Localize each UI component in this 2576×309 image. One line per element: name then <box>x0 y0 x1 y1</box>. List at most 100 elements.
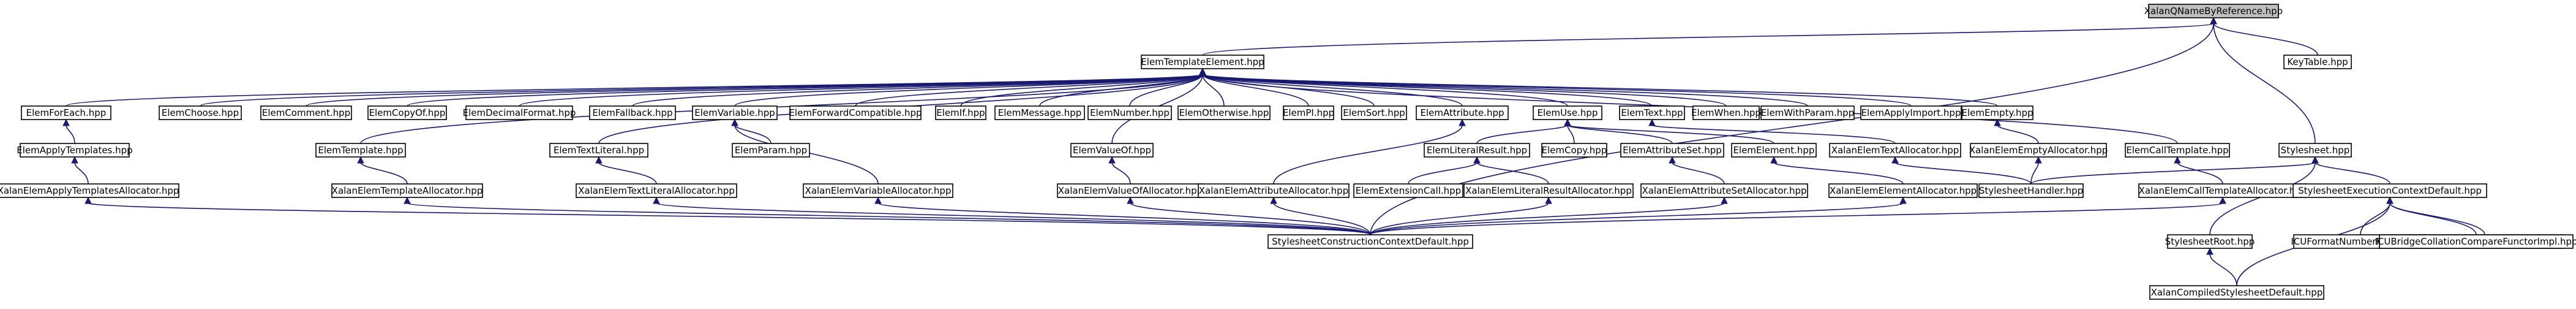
node-xalan-elem-apply-templates-allocator[interactable]: XalanElemApplyTemplatesAllocator.hpp <box>0 183 179 198</box>
node-box <box>1620 143 1724 158</box>
edge-xalan-elem-literal-result-allocator-to-stylesheet-construction-context-default <box>1370 202 1549 235</box>
node-box <box>803 183 953 198</box>
node-elem-literal-result[interactable]: ElemLiteralResult.hpp <box>1424 143 1530 158</box>
edge-arrowhead <box>2206 247 2214 255</box>
node-stylesheet-execution-context-default[interactable]: StylesheetExecutionContextDefault.hpp <box>2292 183 2487 198</box>
node-elem-extension-call[interactable]: ElemExtensionCall.hpp <box>1353 183 1463 198</box>
node-elem-when[interactable]: ElemWhen.hpp <box>1691 105 1761 120</box>
edge-elem-for-each-to-elem-apply-templates <box>66 124 75 144</box>
node-elem-call-template[interactable]: ElemCallTemplate.hpp <box>2125 143 2230 158</box>
node-elem-element[interactable]: ElemElement.hpp <box>1731 143 1817 158</box>
node-elem-for-each[interactable]: ElemForEach.hpp <box>21 105 111 120</box>
node-box <box>1177 105 1271 120</box>
edge-xalan-elem-value-of-allocator-to-stylesheet-construction-context-default <box>1130 202 1371 235</box>
edge-elem-use-to-elem-copy <box>1567 124 1575 144</box>
node-elem-fallback[interactable]: ElemFallback.hpp <box>589 105 676 120</box>
edge-elem-apply-templates-to-xalan-elem-apply-templates-allocator <box>74 162 89 185</box>
node-icu-bridge-collation-compare-functor-impl[interactable]: ICUBridgeCollationCompareFunctorImpl.hpp <box>2375 234 2576 249</box>
node-elem-forward-compatible[interactable]: ElemForwardCompatible.hpp <box>789 105 922 120</box>
node-elem-param[interactable]: ElemParam.hpp <box>732 143 810 158</box>
node-xalan-elem-call-template-allocator[interactable]: XalanElemCallTemplateAllocator.hpp <box>2138 183 2307 198</box>
node-elem-pi[interactable]: ElemPI.hpp <box>1283 105 1334 120</box>
edge-xalan-elem-attribute-set-allocator-to-stylesheet-construction-context-default <box>1370 202 1725 235</box>
node-elem-empty[interactable]: ElemEmpty.hpp <box>1961 105 2033 120</box>
node-label: ElemExtensionCall.hpp <box>1356 185 1461 196</box>
node-elem-otherwise[interactable]: ElemOtherwise.hpp <box>1177 105 1271 120</box>
edge-arrowhead <box>1770 156 1778 164</box>
edge-stylesheet-root-to-xalan-compiled-stylesheet-default <box>2209 253 2237 286</box>
node-elem-choose[interactable]: ElemChoose.hpp <box>159 105 242 120</box>
edge-xalan-elem-apply-templates-allocator-to-stylesheet-construction-context-default <box>88 202 1371 235</box>
node-elem-copy[interactable]: ElemCopy.hpp <box>1541 143 1607 158</box>
node-elem-use[interactable]: ElemUse.hpp <box>1533 105 1602 120</box>
node-xalan-elem-value-of-allocator[interactable]: XalanElemValueOfAllocator.hpp <box>1057 183 1204 198</box>
node-box <box>1353 183 1463 198</box>
node-xalan-elem-literal-result-allocator[interactable]: XalanElemLiteralResultAllocator.hpp <box>1463 183 1634 198</box>
node-label: KeyTable.hpp <box>2287 56 2348 67</box>
node-xalan-elem-text-literal-allocator[interactable]: XalanElemTextLiteralAllocator.hpp <box>576 183 737 198</box>
edge-elem-template-to-xalan-elem-template-allocator <box>360 162 408 185</box>
node-box <box>20 143 130 158</box>
edge-arrowhead <box>2219 196 2226 204</box>
node-label: ElemCallTemplate.hpp <box>2126 145 2228 156</box>
node-xalan-compiled-stylesheet-default[interactable]: XalanCompiledStylesheetDefault.hpp <box>2149 285 2324 300</box>
edge-elem-text-literal-to-xalan-elem-text-literal-allocator <box>598 162 657 185</box>
node-label: ICUBridgeCollationCompareFunctorImpl.hpp <box>2375 236 2576 247</box>
node-elem-with-param[interactable]: ElemWithParam.hpp <box>1760 105 1855 120</box>
node-elem-template-element[interactable]: ElemTemplateElement.hpp <box>1141 55 1264 69</box>
node-elem-message[interactable]: ElemMessage.hpp <box>994 105 1085 120</box>
node-xalan-elem-variable-allocator[interactable]: XalanElemVariableAllocator.hpp <box>803 183 953 198</box>
node-elem-text-literal[interactable]: ElemTextLiteral.hpp <box>549 143 648 158</box>
node-elem-decimal-format[interactable]: ElemDecimalFormat.hpp <box>463 105 576 120</box>
node-box <box>1087 105 1172 120</box>
node-xalan-elem-element-allocator[interactable]: XalanElemElementAllocator.hpp <box>1828 183 1978 198</box>
node-xalan-elem-text-allocator[interactable]: XalanElemTextAllocator.hpp <box>1829 143 1961 158</box>
node-stylesheet-root[interactable]: StylesheetRoot.hpp <box>2165 234 2255 249</box>
node-elem-comment[interactable]: ElemComment.hpp <box>260 105 352 120</box>
node-elem-attribute-set[interactable]: ElemAttributeSet.hpp <box>1620 143 1724 158</box>
node-label: ElemChoose.hpp <box>162 107 239 118</box>
node-elem-text[interactable]: ElemText.hpp <box>1619 105 1685 120</box>
node-box <box>1141 55 1264 69</box>
node-elem-apply-import[interactable]: ElemApplyImport.hpp <box>1860 105 1962 120</box>
node-xalan-elem-template-allocator[interactable]: XalanElemTemplateAllocator.hpp <box>331 183 483 198</box>
node-xalan-elem-attribute-allocator[interactable]: XalanElemAttributeAllocator.hpp <box>1198 183 1350 198</box>
node-label: XalanElemTextAllocator.hpp <box>1831 145 1959 156</box>
node-box <box>331 183 483 198</box>
edge-arrowhead <box>1564 118 1571 126</box>
node-xalan-q-name-by-reference[interactable]: XalanQNameByReference.hpp <box>2144 4 2283 18</box>
node-label: ElemLiteralResult.hpp <box>1427 145 1527 156</box>
node-box <box>1070 143 1154 158</box>
node-xalan-elem-empty-allocator[interactable]: XalanElemEmptyAllocator.hpp <box>1969 143 2108 158</box>
node-elem-template[interactable]: ElemTemplate.hpp <box>315 143 406 158</box>
node-elem-copy-of[interactable]: ElemCopyOf.hpp <box>367 105 447 120</box>
node-label: ElemOtherwise.hpp <box>1179 107 1269 118</box>
node-box <box>1961 105 2033 120</box>
edge-elem-variable-to-elem-param <box>734 124 772 144</box>
edge-elem-use-to-elem-literal-result <box>1476 124 1568 144</box>
node-elem-attribute[interactable]: ElemAttribute.hpp <box>1416 105 1509 120</box>
edge-elem-literal-result-to-elem-extension-call <box>1408 162 1478 185</box>
node-stylesheet-construction-context-default[interactable]: StylesheetConstructionContextDefault.hpp <box>1267 234 1473 249</box>
node-elem-sort[interactable]: ElemSort.hpp <box>1341 105 1407 120</box>
node-label: ElemForwardCompatible.hpp <box>789 107 922 118</box>
node-box <box>1829 143 1961 158</box>
node-label: XalanElemLiteralResultAllocator.hpp <box>1465 185 1632 196</box>
node-label: ElemTemplate.hpp <box>318 145 403 156</box>
node-stylesheet-handler[interactable]: StylesheetHandler.hpp <box>1978 183 2084 198</box>
node-elem-variable[interactable]: ElemVariable.hpp <box>692 105 778 120</box>
node-label: ElemMessage.hpp <box>998 107 1082 118</box>
node-box <box>1198 183 1350 198</box>
edge-elem-text-to-xalan-elem-text-allocator <box>1651 124 1896 144</box>
node-elem-value-of[interactable]: ElemValueOf.hpp <box>1070 143 1154 158</box>
edge-arrowhead <box>357 156 364 164</box>
edge-elem-template-element-to-elem-comment <box>306 74 1203 107</box>
node-box <box>0 183 179 198</box>
node-key-table[interactable]: KeyTable.hpp <box>2283 55 2352 69</box>
edge-elem-call-template-to-xalan-elem-call-template-allocator <box>2177 162 2223 185</box>
node-stylesheet[interactable]: Stylesheet.hpp <box>2278 143 2352 158</box>
node-elem-apply-templates[interactable]: ElemApplyTemplates.hpp <box>17 143 133 158</box>
node-xalan-elem-attribute-set-allocator[interactable]: XalanElemAttributeSetAllocator.hpp <box>1640 183 1808 198</box>
node-elem-number[interactable]: ElemNumber.hpp <box>1087 105 1172 120</box>
node-elem-if[interactable]: ElemIf.hpp <box>935 105 986 120</box>
